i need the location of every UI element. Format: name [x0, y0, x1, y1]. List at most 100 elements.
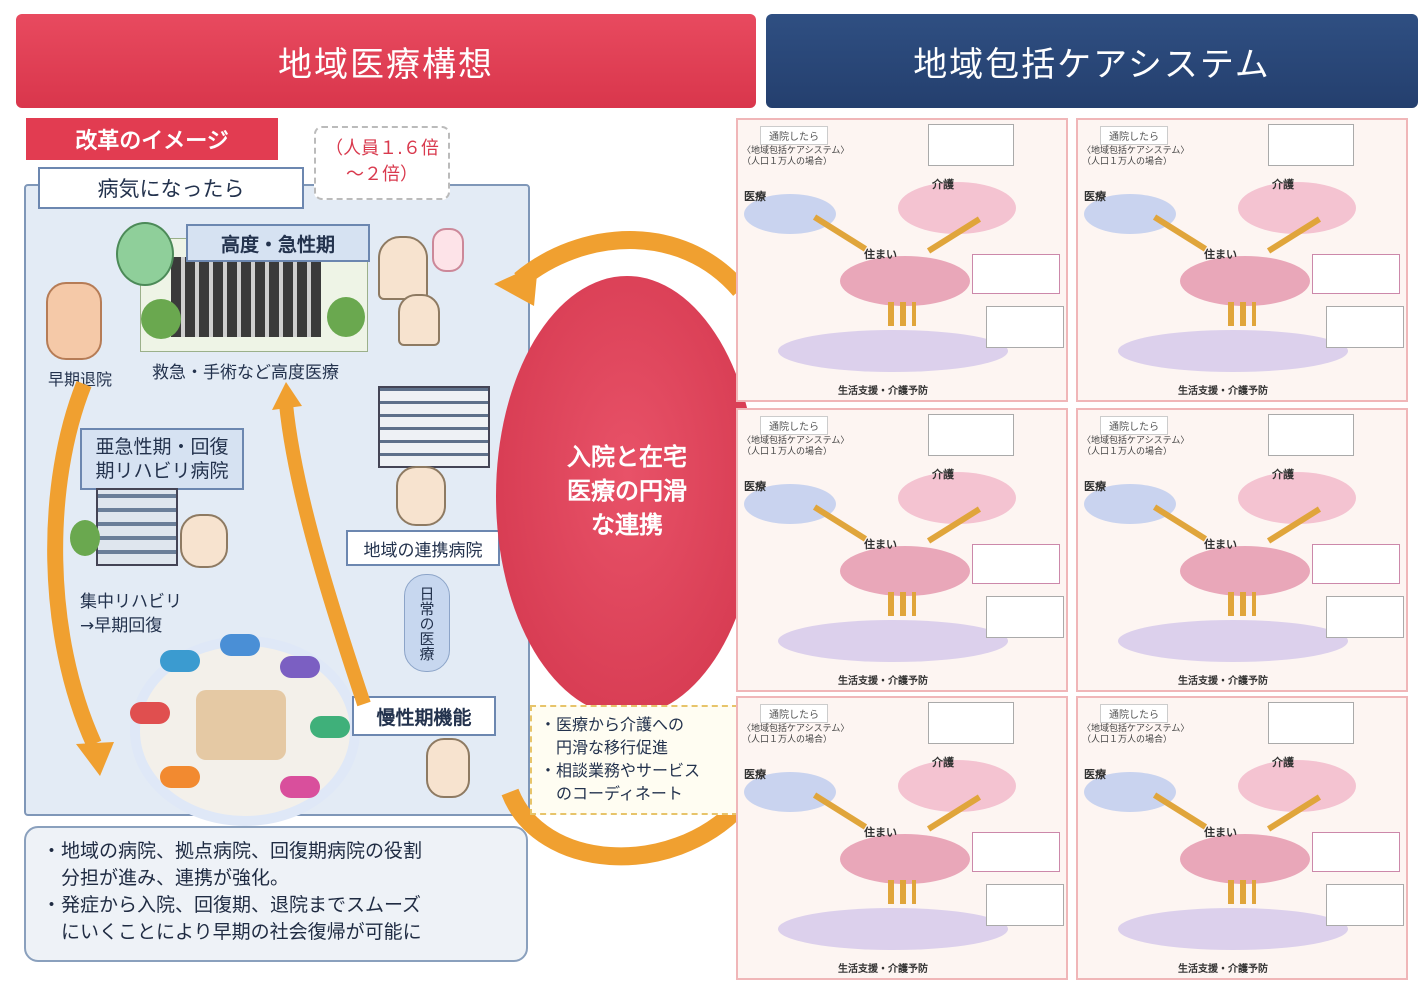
tile-caption-2: （人口１万人の場合） [1082, 157, 1173, 167]
link-arrow [1152, 504, 1208, 542]
kaigo-label: 介護 [932, 468, 954, 481]
tile-caption-1: 〈地域包括ケアシステム〉 [1082, 724, 1190, 734]
coordination-text: 入院と在宅 医療の円滑 な連携 [496, 440, 758, 542]
doctor-icon [378, 236, 428, 300]
summary-line1: ・地域の病院、拠点病院、回復期病院の役割 [42, 840, 423, 862]
care-tile: 通院したら 〈地域包括ケアシステム〉（人口１万人の場合） 介護 医療 住まい 生… [1076, 118, 1408, 402]
iryo-label: 医療 [744, 190, 766, 203]
care-tile: 通院したら 〈地域包括ケアシステム〉（人口１万人の場合） 介護 医療 住まい 生… [736, 118, 1068, 402]
info-box [1268, 124, 1354, 166]
tile-tab: 通院したら [1100, 126, 1168, 145]
coordination-note: ・医療から介護への 円滑な移行促進 ・相談業務やサービス のコーディネート [530, 705, 738, 815]
network-node [310, 716, 350, 738]
housing-cloud [840, 834, 970, 884]
tile-caption: 〈地域包括ケアシステム〉（人口１万人の場合） [742, 724, 849, 746]
network-node [280, 656, 320, 678]
housing-cloud [1180, 834, 1310, 884]
care-tile: 通院したら 〈地域包括ケアシステム〉（人口１万人の場合） 介護 医療 住まい 生… [736, 696, 1068, 980]
network-node [220, 634, 260, 656]
tile-tab: 通院したら [760, 416, 828, 435]
subacute-line1: 亜急性期・回復 [95, 436, 229, 458]
tile-caption: 〈地域包括ケアシステム〉（人口１万人の場合） [742, 146, 849, 168]
network-node [130, 702, 170, 724]
sumai-label: 住まい [864, 538, 897, 551]
tile-footer: 生活支援・介護予防 [838, 676, 928, 687]
iryo-label: 医療 [1084, 480, 1106, 493]
kaigo-label: 介護 [1272, 468, 1294, 481]
note-line3: ・相談業務やサービス [540, 761, 701, 780]
note-line1: ・医療から介護への [540, 715, 685, 734]
care-network-ring [130, 634, 360, 826]
housing-cloud [1180, 546, 1310, 596]
link-bars [1228, 880, 1256, 904]
info-box [986, 306, 1064, 348]
tile-caption-1: 〈地域包括ケアシステム〉 [742, 436, 850, 446]
sick-label: 病気になったら [38, 167, 304, 209]
kaigo-label: 介護 [932, 756, 954, 769]
iryo-label: 医療 [1084, 190, 1106, 203]
wheelchair-patient-icon [46, 282, 102, 360]
sumai-label: 住まい [864, 248, 897, 261]
community-hospital-label: 地域の連携病院 [346, 530, 500, 566]
life-support-cloud [1118, 620, 1348, 662]
reform-image-tag: 改革のイメージ [26, 118, 278, 160]
info-box [972, 832, 1060, 872]
link-arrow [1152, 214, 1208, 252]
subacute-rehab-label: 亜急性期・回復 期リハビリ病院 [80, 428, 244, 490]
sumai-label: 住まい [1204, 248, 1237, 261]
kaigo-label: 介護 [932, 178, 954, 191]
tile-footer: 生活支援・介護予防 [1178, 964, 1268, 975]
medical-cloud [744, 484, 836, 524]
coordination-oval [496, 276, 758, 716]
kaigo-label: 介護 [1272, 756, 1294, 769]
green-trees [141, 299, 181, 339]
tile-footer: 生活支援・介護予防 [1178, 676, 1268, 687]
info-box [1326, 884, 1404, 926]
housing-cloud [840, 546, 970, 596]
patient-icon [116, 222, 174, 286]
link-bars [888, 592, 916, 616]
tile-caption-1: 〈地域包括ケアシステム〉 [1082, 146, 1190, 156]
tile-caption-2: （人口１万人の場合） [1082, 447, 1173, 457]
medical-cloud [744, 772, 836, 812]
therapist-icon [180, 514, 228, 568]
acute-caption: 救急・手術など高度医療 [152, 363, 339, 383]
tile-caption-2: （人口１万人の場合） [1082, 735, 1173, 745]
up-arrow-chronic [279, 403, 371, 707]
housing-cloud [840, 256, 970, 306]
info-box [928, 124, 1014, 166]
network-node [280, 776, 320, 798]
tile-tab: 通院したら [760, 704, 828, 723]
tile-caption-2: （人口１万人の場合） [742, 157, 833, 167]
tile-caption-1: 〈地域包括ケアシステム〉 [742, 724, 850, 734]
network-node [160, 766, 200, 788]
flow-arrows [47, 381, 371, 776]
tile-caption: 〈地域包括ケアシステム〉（人口１万人の場合） [1082, 146, 1189, 168]
note-line2: 円滑な移行促進 [540, 738, 669, 757]
up-arrow-chronic-head [272, 382, 302, 410]
tile-caption: 〈地域包括ケアシステム〉（人口１万人の場合） [742, 436, 849, 458]
network-node [160, 650, 200, 672]
coordination-line1: 入院と在宅 [567, 443, 687, 471]
summary-line2: 分担が進み、連携が強化。 [42, 867, 290, 889]
care-cloud [1238, 182, 1356, 234]
sumai-label: 住まい [864, 826, 897, 839]
link-bars [888, 302, 916, 326]
info-box [1268, 702, 1354, 744]
tile-tab: 通院したら [1100, 416, 1168, 435]
header-community-care-system: 地域包括ケアシステム [766, 14, 1418, 108]
iryo-label: 医療 [744, 480, 766, 493]
care-cloud [898, 472, 1016, 524]
care-tile: 通院したら 〈地域包括ケアシステム〉（人口１万人の場合） 介護 医療 住まい 生… [1076, 696, 1408, 980]
daily-care-oval: 日常の医療 [404, 574, 450, 672]
info-box [986, 884, 1064, 926]
info-box [972, 544, 1060, 584]
doctor-icon-2 [398, 294, 440, 346]
info-box [1268, 414, 1354, 456]
medical-cloud [744, 194, 836, 234]
info-box [1312, 544, 1400, 584]
info-box [1326, 596, 1404, 638]
tile-caption-1: 〈地域包括ケアシステム〉 [742, 146, 850, 156]
summary-line4: にいくことにより早期の社会復帰が可能に [42, 921, 422, 943]
link-arrow [1152, 792, 1208, 830]
